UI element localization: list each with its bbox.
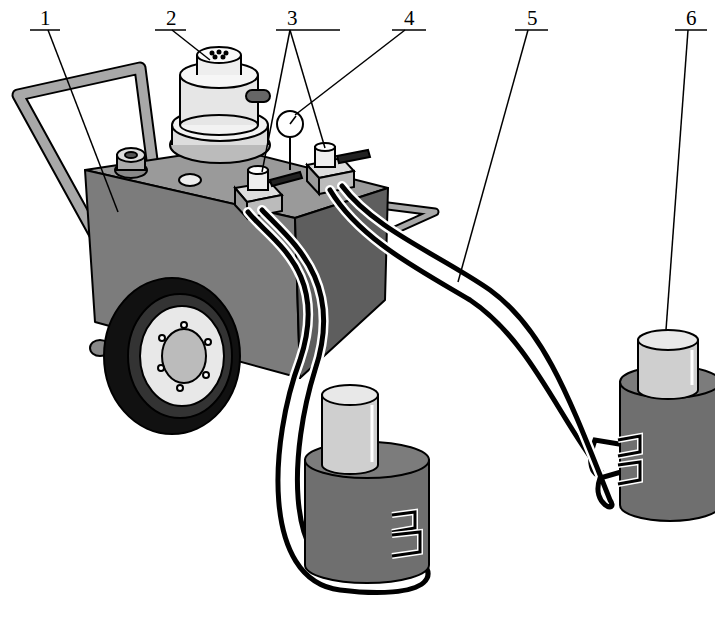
hydraulic-jack [305,385,429,583]
callout-number: 3 [287,8,298,29]
control-valve [235,143,370,218]
callout-number: 2 [166,8,177,29]
callout-number: 1 [40,8,51,29]
callout-number: 4 [404,8,415,29]
hydraulic-hose [248,186,628,593]
leader-line [30,30,707,330]
hydraulic-jack [618,330,715,521]
callout-number: 6 [686,8,697,29]
pressure-gauge [277,111,303,170]
motor-pump [170,47,270,163]
callout-number: 5 [527,8,538,29]
cart-wheel [104,278,240,434]
